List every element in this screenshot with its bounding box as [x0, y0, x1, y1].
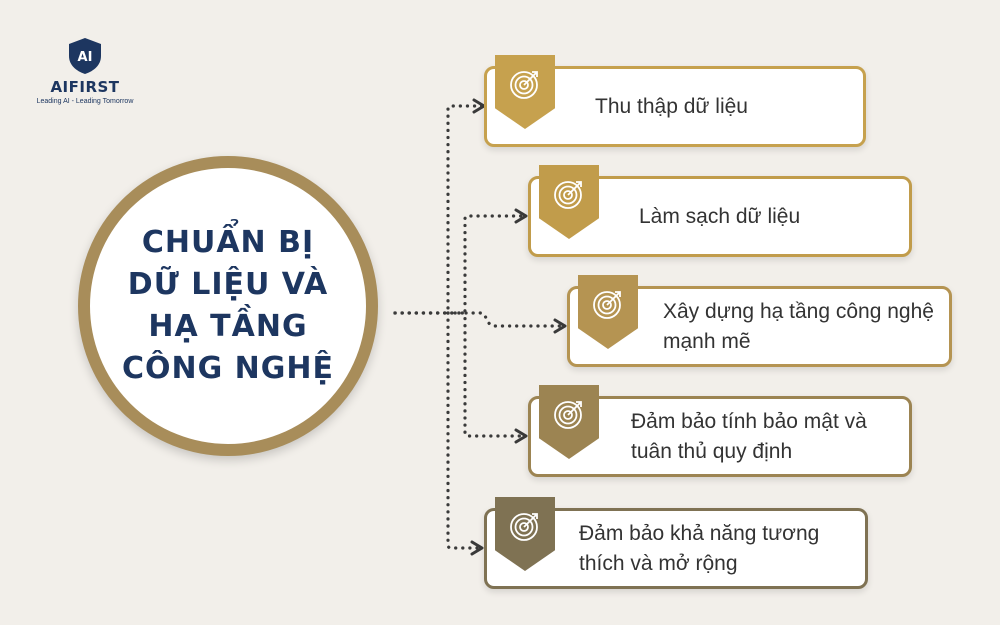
step-badge-5: [495, 497, 555, 571]
arrowhead-2: [514, 208, 528, 224]
connector-5: [446, 311, 482, 550]
step-card-2: Làm sạch dữ liệu: [528, 165, 912, 257]
connector-1: [393, 104, 484, 315]
arrowhead-3: [553, 318, 567, 334]
step-label-1: Thu thập dữ liệu: [595, 94, 748, 118]
brand-tagline: Leading AI - Leading Tomorrow: [36, 98, 134, 105]
step-badge-1: [495, 55, 555, 129]
target-icon: [593, 291, 621, 319]
connector-3: [393, 311, 565, 328]
target-icon: [510, 513, 538, 541]
connector-2: [393, 214, 526, 315]
step-badge-3: [578, 275, 638, 349]
step-label-5: Đảm bảo khả năng tương thích và mở rộng: [579, 521, 820, 575]
target-icon: [554, 181, 582, 209]
target-icon: [554, 401, 582, 429]
shield-logo-icon: AI: [69, 38, 101, 74]
step-label-4: Đảm bảo tính bảo mật và tuân thủ quy địn…: [631, 409, 867, 463]
brand-logo: AI AIFIRST Leading AI - Leading Tomorrow: [30, 36, 140, 105]
step-badge-2: [539, 165, 599, 239]
step-label-3: Xây dựng hạ tầng công nghệ mạnh mẽ: [663, 299, 934, 353]
arrowhead-5: [470, 540, 484, 556]
arrowhead-4: [514, 428, 528, 444]
step-card-3: Xây dựng hạ tầng công nghệ mạnh mẽ: [567, 275, 952, 367]
step-card-5: Đảm bảo khả năng tương thích và mở rộng: [484, 497, 868, 589]
step-card-4: Đảm bảo tính bảo mật và tuân thủ quy địn…: [528, 385, 912, 477]
step-badge-4: [539, 385, 599, 459]
center-title: CHUẨN BỊ DỮ LIỆU VÀ HẠ TẦNG CÔNG NGHỆ: [121, 225, 335, 386]
target-icon: [510, 71, 538, 99]
connector-4: [446, 311, 526, 438]
logo-mark: AI: [78, 50, 93, 65]
brand-name: AIFIRST: [50, 78, 120, 96]
step-card-1: Thu thập dữ liệu: [484, 55, 866, 147]
center-circle: CHUẨN BỊ DỮ LIỆU VÀ HẠ TẦNG CÔNG NGHỆ: [78, 156, 378, 456]
step-label-2: Làm sạch dữ liệu: [639, 204, 801, 228]
